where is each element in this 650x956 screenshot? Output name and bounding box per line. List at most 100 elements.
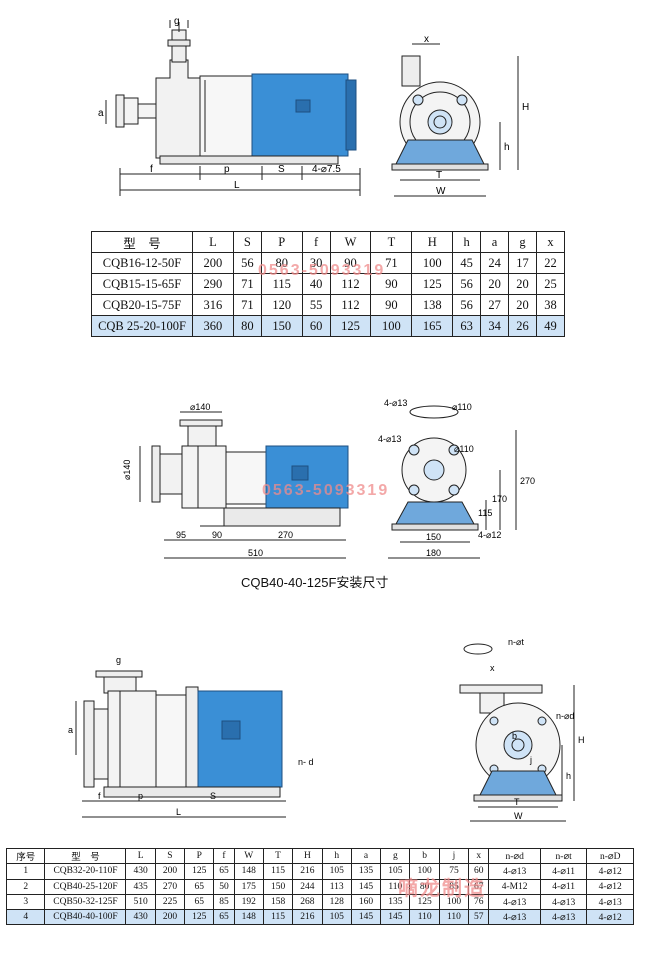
header-cell: W <box>233 847 264 865</box>
header-cell: h <box>321 847 352 865</box>
table-cell: 100 <box>411 252 454 274</box>
table-cell: 45 <box>452 252 482 274</box>
table-cell: 244 <box>292 878 323 895</box>
table-cell: 125 <box>411 273 454 295</box>
table-cell: 65 <box>184 878 215 895</box>
header-cell: 型 号 <box>44 847 127 865</box>
table-cell: 112 <box>329 294 372 316</box>
header-cell: f <box>301 231 331 253</box>
header-cell: P <box>260 231 303 253</box>
table-cell: 57 <box>468 909 490 926</box>
table-cell: 120 <box>260 294 303 316</box>
table-cell: 158 <box>262 893 294 911</box>
table-cell: 80 <box>232 315 262 337</box>
header-cell: n-⌀d <box>488 847 541 865</box>
phone-watermark-2: 0563-5093319 <box>262 482 390 499</box>
table-cell: 20 <box>508 294 537 316</box>
table-cell: 316 <box>192 294 234 316</box>
table-cell: 200 <box>154 863 186 880</box>
table-cell: 38 <box>535 294 566 316</box>
dim-T-label: T <box>436 170 442 181</box>
header-cell: H <box>292 847 323 865</box>
header-cell: W <box>329 231 372 253</box>
table-cell: 150 <box>262 878 294 895</box>
table-cell: 24 <box>480 252 510 274</box>
dim-x-label-3: x <box>490 663 495 673</box>
table-cell: 63 <box>452 315 482 337</box>
table-cell: 145 <box>350 909 382 926</box>
table-cell: 34 <box>480 315 510 337</box>
table-cell: 49 <box>535 315 566 337</box>
table-cell: 17 <box>508 252 537 274</box>
table-cell: 115 <box>262 863 294 880</box>
table-cell: 71 <box>232 294 262 316</box>
nd2-label: n-⌀d <box>556 711 574 721</box>
header-cell: T <box>262 847 294 865</box>
section1-drawings: g a f p S 4-⌀7.5 L x H h T W <box>98 16 529 197</box>
table-cell: 145 <box>380 909 411 926</box>
table-cell: 3 <box>5 893 46 911</box>
table-cell: 430 <box>125 909 156 926</box>
table-cell: 65 <box>213 863 235 880</box>
d110-mid: ⌀110 <box>454 444 474 454</box>
table-cell: CQB40-25-120F <box>44 878 127 895</box>
table-cell: 200 <box>192 252 234 274</box>
table-cell: 4-⌀13 <box>539 893 588 911</box>
header-cell: L <box>125 847 156 865</box>
dim-j-label: j <box>529 755 532 765</box>
dim-f-label-3: f <box>98 791 101 801</box>
table-cell: 4-M12 <box>488 878 541 895</box>
dim-f-label: f <box>150 164 153 175</box>
table-cell: 138 <box>411 294 454 316</box>
table-cell: 4 <box>5 909 46 926</box>
table-cell: 112 <box>329 273 372 295</box>
d110-top: ⌀110 <box>452 402 472 412</box>
table-cell: 268 <box>292 893 323 911</box>
dim-H-label-3: H <box>578 735 585 745</box>
header-cell: g <box>508 231 537 253</box>
table-cell: 30 <box>301 252 331 274</box>
dim-g-label: g <box>174 16 180 27</box>
header-cell: 序号 <box>5 847 46 865</box>
table-cell: 65 <box>184 893 215 911</box>
dim-h-label-3: h <box>566 771 571 781</box>
dim-115: 115 <box>478 508 492 518</box>
table-cell: 25 <box>535 273 566 295</box>
table-cell: 4-⌀13 <box>488 863 541 880</box>
header-cell: L <box>192 231 234 253</box>
dim-p-label-3: p <box>138 791 143 801</box>
dim-s-label-3: S <box>210 791 216 801</box>
table-cell: CQB15-15-65F <box>91 273 193 295</box>
table-cell: 22 <box>535 252 566 274</box>
header-cell: H <box>411 231 454 253</box>
header-cell: h <box>452 231 482 253</box>
section3-drawings: g a f p S L n- d n-⌀t x n-⌀d b j H h T W <box>68 637 585 822</box>
table-cell: 2 <box>5 878 46 895</box>
dim-d140-side: ⌀140 <box>122 460 132 480</box>
dim-x-label: x <box>424 34 429 45</box>
header-cell: n-⌀t <box>539 847 588 865</box>
table-cell: 225 <box>154 893 186 911</box>
header-cell: S <box>154 847 186 865</box>
nt-label: n-⌀t <box>508 637 524 647</box>
table-cell: 60 <box>301 315 331 337</box>
table-cell: 56 <box>452 273 482 295</box>
dim-95: 95 <box>176 530 186 540</box>
table-cell: 145 <box>350 878 382 895</box>
table-cell: 175 <box>233 878 264 895</box>
dim-90: 90 <box>212 530 222 540</box>
dim-a-label-3: a <box>68 725 73 735</box>
phone-watermark-1: 0563-5093319 <box>258 262 386 279</box>
table-cell: 115 <box>262 909 294 926</box>
table-cell: 27 <box>480 294 510 316</box>
table-cell: 4-⌀13 <box>488 909 541 926</box>
header-cell: x <box>535 231 566 253</box>
table-cell: CQB16-12-50F <box>91 252 193 274</box>
table-header-row: 型 号 L S P f W T H h a g x <box>91 231 566 253</box>
dim-270: 270 <box>278 530 293 540</box>
dim-W-label-3: W <box>514 811 523 821</box>
